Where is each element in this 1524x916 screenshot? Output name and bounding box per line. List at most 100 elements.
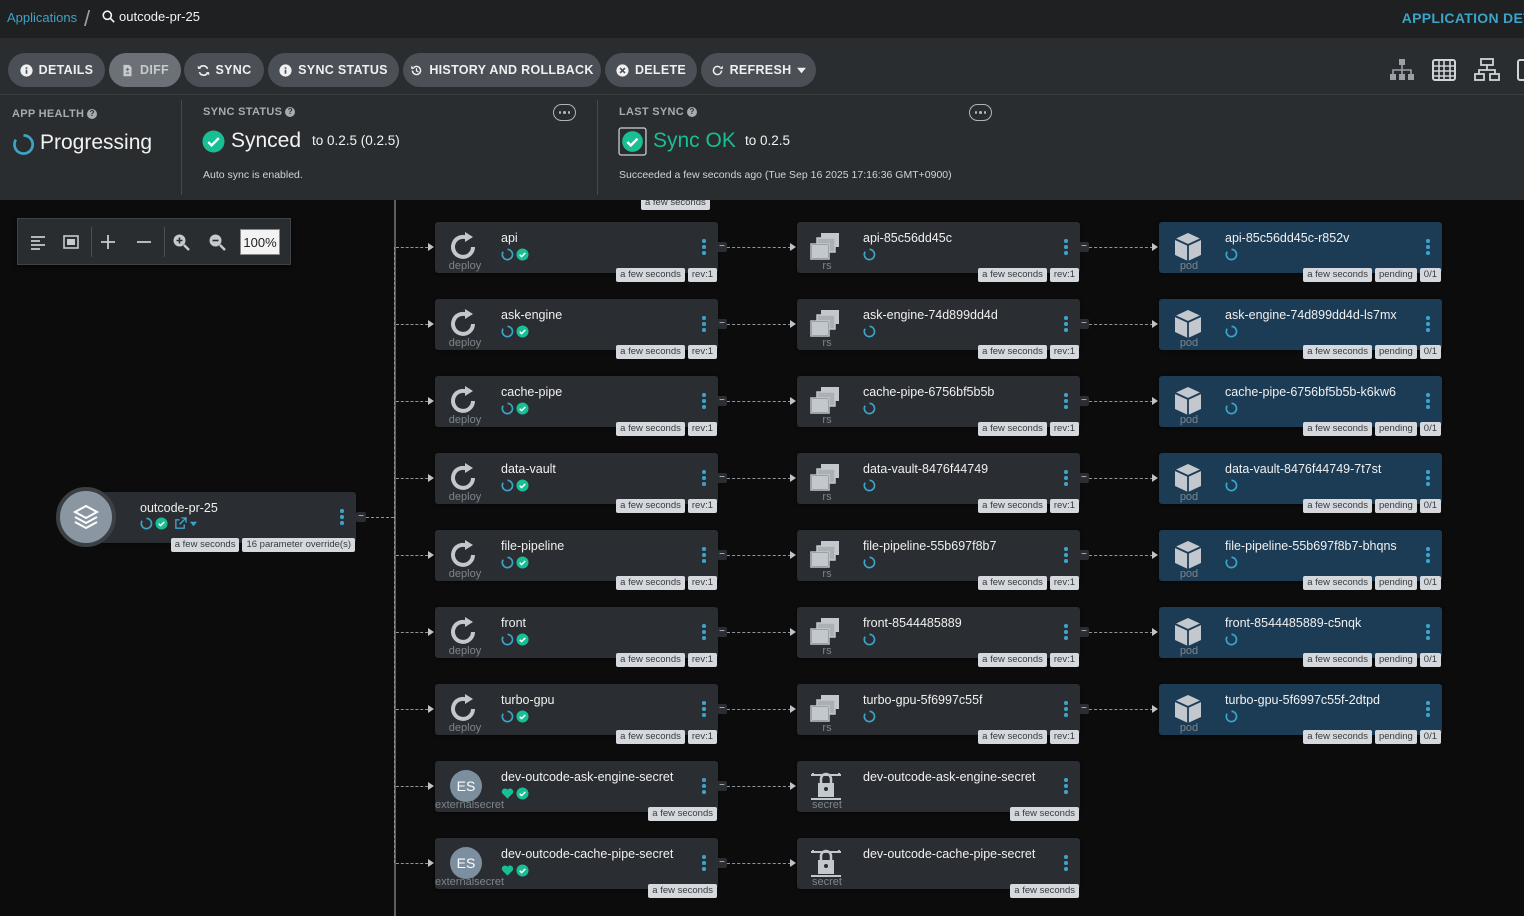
external-link-icon[interactable] (174, 517, 187, 530)
pod-node[interactable]: pod data-vault-8476f44749-7t7st a few se… (1159, 453, 1442, 513)
sync-status-more-icon[interactable] (553, 104, 576, 121)
root-app-menu[interactable] (340, 509, 344, 527)
collapse-toggle[interactable]: − (717, 550, 727, 560)
network-view-icon[interactable] (1474, 58, 1500, 82)
collapse-toggle[interactable]: − (1079, 319, 1089, 329)
node-menu[interactable] (1064, 239, 1068, 257)
collapse-toggle[interactable]: − (1079, 550, 1089, 560)
collapse-toggle[interactable]: − (356, 512, 366, 522)
node-menu[interactable] (1064, 855, 1068, 873)
node-menu[interactable] (1064, 701, 1068, 719)
replicaset-node[interactable]: rs file-pipeline-55b697f8b7 a few second… (797, 530, 1080, 590)
node-menu[interactable] (1426, 393, 1430, 411)
node-menu[interactable] (702, 316, 706, 334)
node-menu[interactable] (1426, 701, 1430, 719)
collapse-toggle[interactable]: − (717, 781, 727, 791)
breadcrumb-current[interactable]: outcode-pr-25 (102, 9, 200, 24)
plus-icon[interactable] (98, 232, 118, 252)
node-menu[interactable] (1426, 239, 1430, 257)
delete-button[interactable]: DELETE (605, 53, 697, 87)
secret-node[interactable]: secret dev-outcode-ask-engine-secret a f… (797, 761, 1080, 821)
node-menu[interactable] (1064, 393, 1068, 411)
node-menu[interactable] (702, 701, 706, 719)
fit-screen-icon[interactable] (61, 232, 81, 252)
resource-graph[interactable]: a few seconds 100% outcode-pr-25 a few s… (0, 200, 1524, 916)
node-menu[interactable] (702, 778, 706, 796)
list-view-icon[interactable] (1516, 58, 1524, 82)
application-details-link[interactable]: APPLICATION DETAILS (1401, 10, 1524, 26)
collapse-toggle[interactable]: − (1079, 704, 1089, 714)
node-menu[interactable] (702, 393, 706, 411)
externalsecret-node[interactable]: ES externalsecret dev-outcode-cache-pipe… (435, 838, 718, 898)
tree-view-icon[interactable] (1389, 58, 1415, 82)
node-menu[interactable] (1064, 778, 1068, 796)
collapse-toggle[interactable]: − (717, 627, 727, 637)
collapse-toggle[interactable]: − (1079, 396, 1089, 406)
question-icon[interactable]: ? (285, 107, 296, 117)
node-menu[interactable] (1426, 547, 1430, 565)
caret-down-icon[interactable] (189, 519, 198, 528)
collapse-toggle[interactable]: − (717, 242, 727, 252)
question-icon[interactable]: ? (687, 107, 698, 117)
minus-icon[interactable] (134, 232, 154, 252)
node-menu[interactable] (702, 239, 706, 257)
node-menu[interactable] (1064, 547, 1068, 565)
breadcrumb-applications-link[interactable]: Applications (7, 10, 78, 25)
question-icon[interactable]: ? (87, 109, 98, 119)
last-sync-more-icon[interactable] (969, 104, 992, 121)
pod-node[interactable]: pod front-8544485889-c5nqk a few seconds… (1159, 607, 1442, 667)
node-menu[interactable] (1064, 624, 1068, 642)
node-menu[interactable] (1064, 470, 1068, 488)
collapse-toggle[interactable]: − (717, 319, 727, 329)
collapse-toggle[interactable]: − (717, 858, 727, 868)
node-menu[interactable] (1064, 316, 1068, 334)
node-menu[interactable] (702, 624, 706, 642)
node-menu[interactable] (702, 855, 706, 873)
zoom-in-icon[interactable] (171, 232, 191, 252)
node-menu[interactable] (1426, 470, 1430, 488)
diff-button[interactable]: DIFF (109, 53, 181, 87)
edge (1089, 709, 1153, 710)
sync-status-button[interactable]: SYNC STATUS (268, 53, 399, 87)
details-button[interactable]: DETAILS (8, 53, 105, 87)
secret-node[interactable]: secret dev-outcode-cache-pipe-secret a f… (797, 838, 1080, 898)
grid-view-icon[interactable] (1431, 58, 1457, 82)
root-app-node[interactable]: outcode-pr-25 a few seconds 16 parameter… (84, 492, 356, 552)
zoom-level[interactable]: 100% (240, 229, 280, 255)
history-rollback-button[interactable]: HISTORY AND ROLLBACK (403, 53, 601, 87)
pod-node[interactable]: pod cache-pipe-6756bf5b5b-k6kw6 a few se… (1159, 376, 1442, 436)
align-left-icon[interactable] (28, 232, 48, 252)
root-app-icon-circle[interactable] (56, 487, 116, 547)
externalsecret-node[interactable]: ES externalsecret dev-outcode-ask-engine… (435, 761, 718, 821)
sync-button[interactable]: SYNC (184, 53, 264, 87)
node-menu[interactable] (702, 547, 706, 565)
collapse-toggle[interactable]: − (717, 704, 727, 714)
collapse-toggle[interactable]: − (1079, 473, 1089, 483)
pod-node[interactable]: pod turbo-gpu-5f6997c55f-2dtpd a few sec… (1159, 684, 1442, 744)
node-menu[interactable] (1426, 624, 1430, 642)
collapse-toggle[interactable]: − (1079, 627, 1089, 637)
refresh-button[interactable]: REFRESH (701, 53, 816, 87)
node-menu[interactable] (702, 470, 706, 488)
collapse-toggle[interactable]: − (717, 473, 727, 483)
node-menu[interactable] (1426, 316, 1430, 334)
collapse-toggle[interactable]: − (717, 396, 727, 406)
zoom-out-icon[interactable] (207, 232, 227, 252)
collapse-toggle[interactable]: − (1079, 242, 1089, 252)
pod-node[interactable]: pod file-pipeline-55b697f8b7-bhqns a few… (1159, 530, 1442, 590)
pod-node[interactable]: pod ask-engine-74d899dd4d-ls7mx a few se… (1159, 299, 1442, 359)
